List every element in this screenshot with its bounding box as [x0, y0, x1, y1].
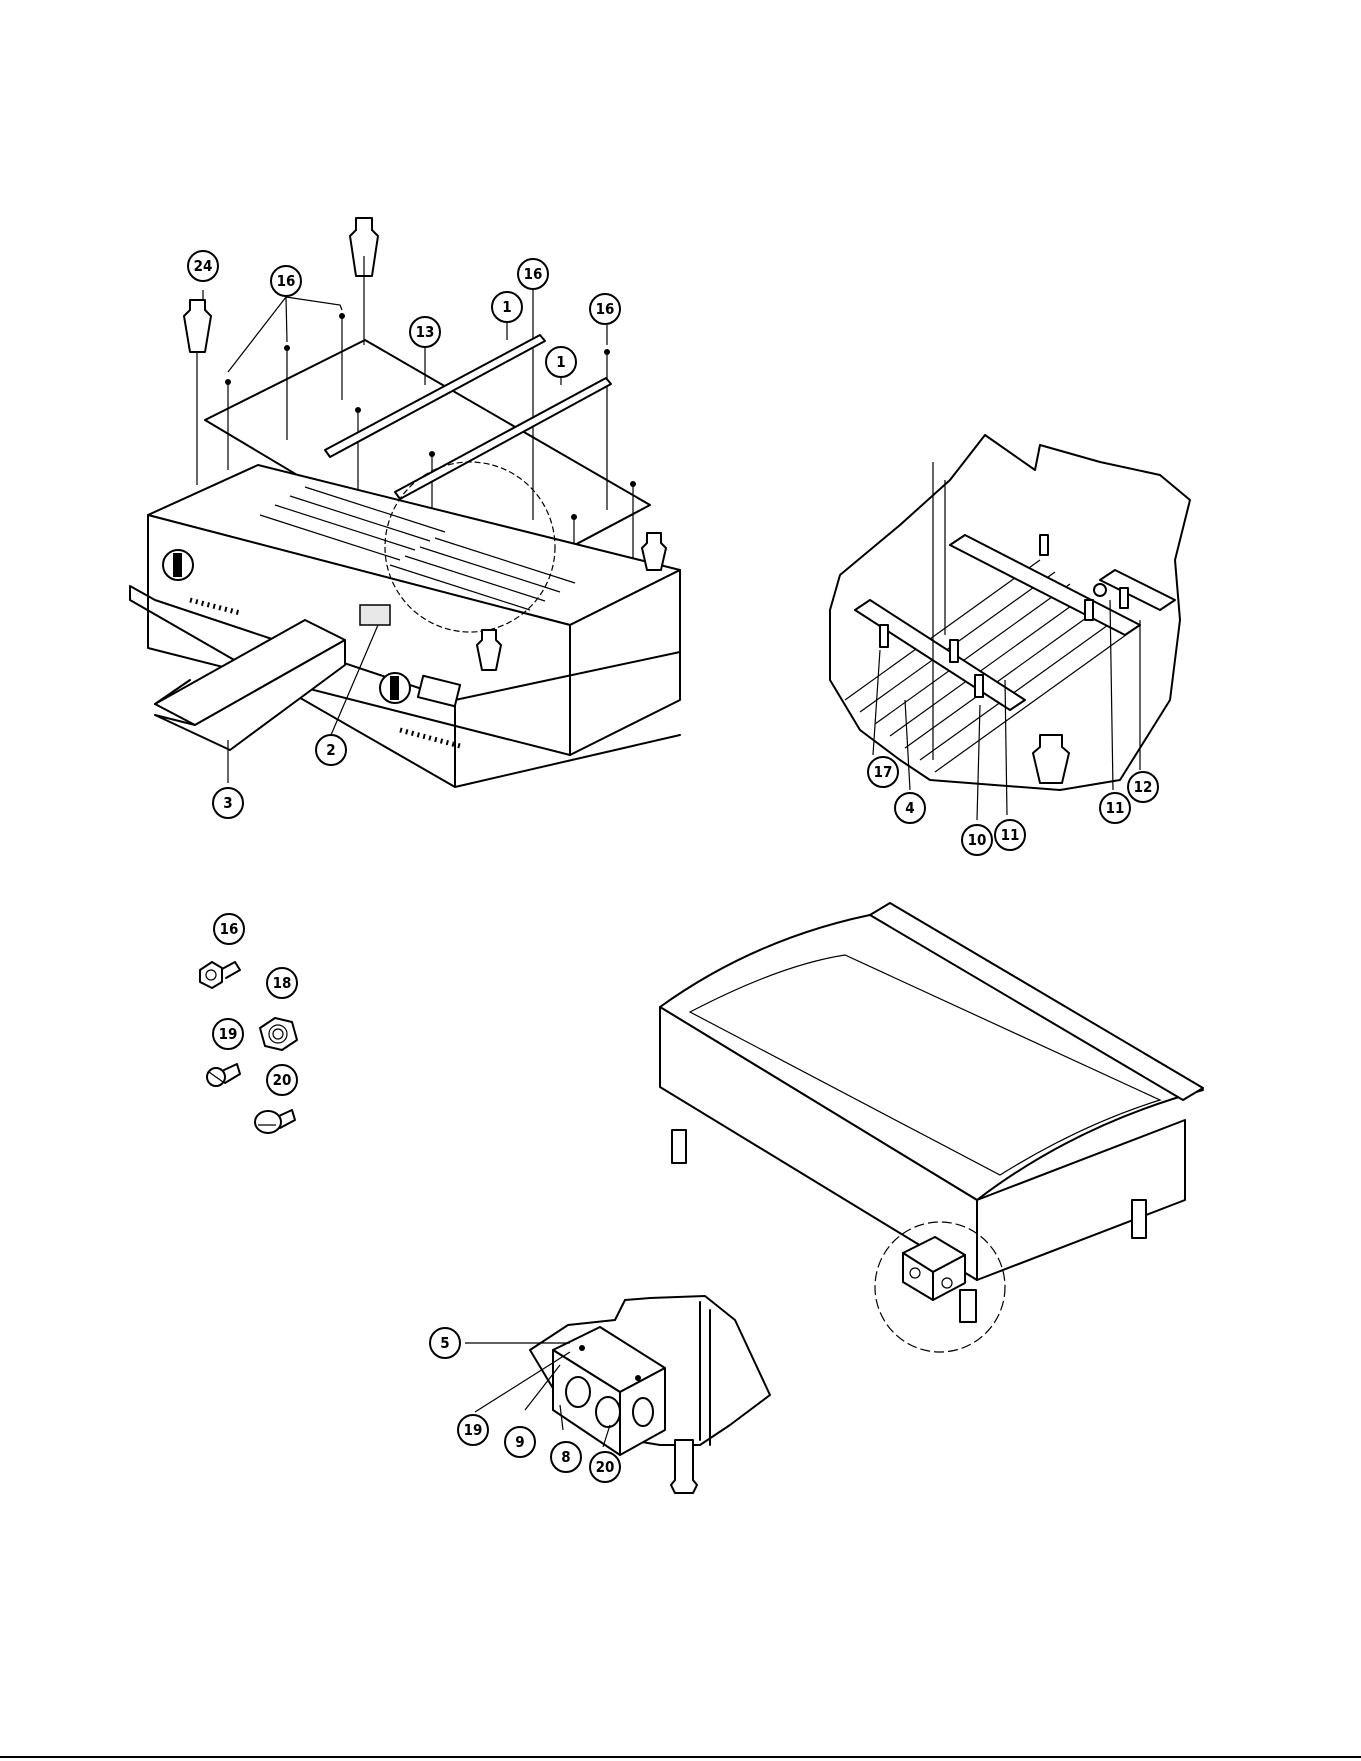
knockout-center: [596, 1397, 620, 1427]
svg-text:5: 5: [440, 1334, 449, 1352]
screw-19: [207, 1064, 240, 1086]
bolt-16: [200, 962, 240, 988]
callout-24: 24: [188, 251, 218, 281]
callout-17: 17: [868, 757, 898, 787]
svg-text:16: 16: [596, 300, 615, 318]
callout-2: 2: [316, 735, 346, 765]
svg-text:2: 2: [326, 741, 335, 759]
callout-10: 10: [962, 825, 992, 855]
control-knob-right: [380, 673, 410, 703]
svg-text:1: 1: [556, 353, 565, 371]
svg-text:17: 17: [874, 763, 893, 781]
screw-20: [255, 1110, 295, 1133]
svg-text:12: 12: [1134, 778, 1153, 796]
detail-leg: [1033, 735, 1069, 783]
svg-text:13: 13: [416, 323, 435, 341]
svg-text:8: 8: [561, 1448, 570, 1466]
svg-text:4: 4: [905, 799, 914, 817]
nut-18: [260, 1018, 297, 1050]
knockout-left: [566, 1377, 590, 1407]
right-rear-leg: [642, 533, 666, 570]
callout-13: 13: [410, 317, 440, 347]
svg-text:24: 24: [194, 257, 213, 275]
svg-text:11: 11: [1001, 826, 1020, 844]
part-2-plate: [360, 605, 390, 625]
callout-8: 8: [551, 1442, 581, 1472]
svg-text:9: 9: [515, 1433, 524, 1451]
callout-16-top-middle: 16: [518, 259, 548, 289]
knockout-right: [633, 1398, 653, 1426]
callout-16-hardware: 16: [214, 914, 244, 944]
callout-20-hardware: 20: [267, 1065, 297, 1095]
callout-18: 18: [267, 968, 297, 998]
svg-text:16: 16: [277, 272, 296, 290]
svg-text:10: 10: [968, 831, 987, 849]
svg-text:1: 1: [502, 298, 511, 316]
svg-text:20: 20: [596, 1458, 615, 1476]
burner-rail-12: [1100, 570, 1175, 610]
page-footer-rule: [0, 1756, 1361, 1758]
callout-4: 4: [895, 793, 925, 823]
callout-16-top-left: 16: [271, 266, 301, 296]
callout-19-hardware: 19: [213, 1019, 243, 1049]
control-knob-left: [163, 550, 193, 580]
svg-text:3: 3: [223, 794, 232, 812]
callout-19-junction: 19: [458, 1415, 488, 1445]
svg-text:16: 16: [524, 265, 543, 283]
callout-16-top-right: 16: [590, 294, 620, 324]
callout-20-junction: 20: [590, 1452, 620, 1482]
callout-11-right: 11: [1100, 793, 1130, 823]
left-leg-upper: [184, 300, 211, 352]
callout-5: 5: [430, 1328, 460, 1358]
svg-text:11: 11: [1106, 799, 1125, 817]
junction-leg: [671, 1440, 697, 1493]
svg-text:20: 20: [273, 1071, 292, 1089]
callout-11-left: 11: [995, 820, 1025, 850]
callout-9: 9: [505, 1427, 535, 1457]
svg-text:18: 18: [273, 974, 292, 992]
burner-rail-10: [855, 600, 1025, 710]
assembled-griddle-view: [660, 903, 1203, 1352]
burner-grate-lines: [845, 560, 1130, 772]
svg-text:16: 16: [220, 920, 239, 938]
svg-text:19: 19: [464, 1421, 483, 1439]
callout-12: 12: [1128, 772, 1158, 802]
callout-3: 3: [213, 788, 243, 818]
burner-detail-view: [830, 435, 1190, 790]
callout-1-lower: 1: [546, 347, 576, 377]
svg-text:19: 19: [219, 1025, 238, 1043]
callout-1-upper: 1: [492, 292, 522, 322]
